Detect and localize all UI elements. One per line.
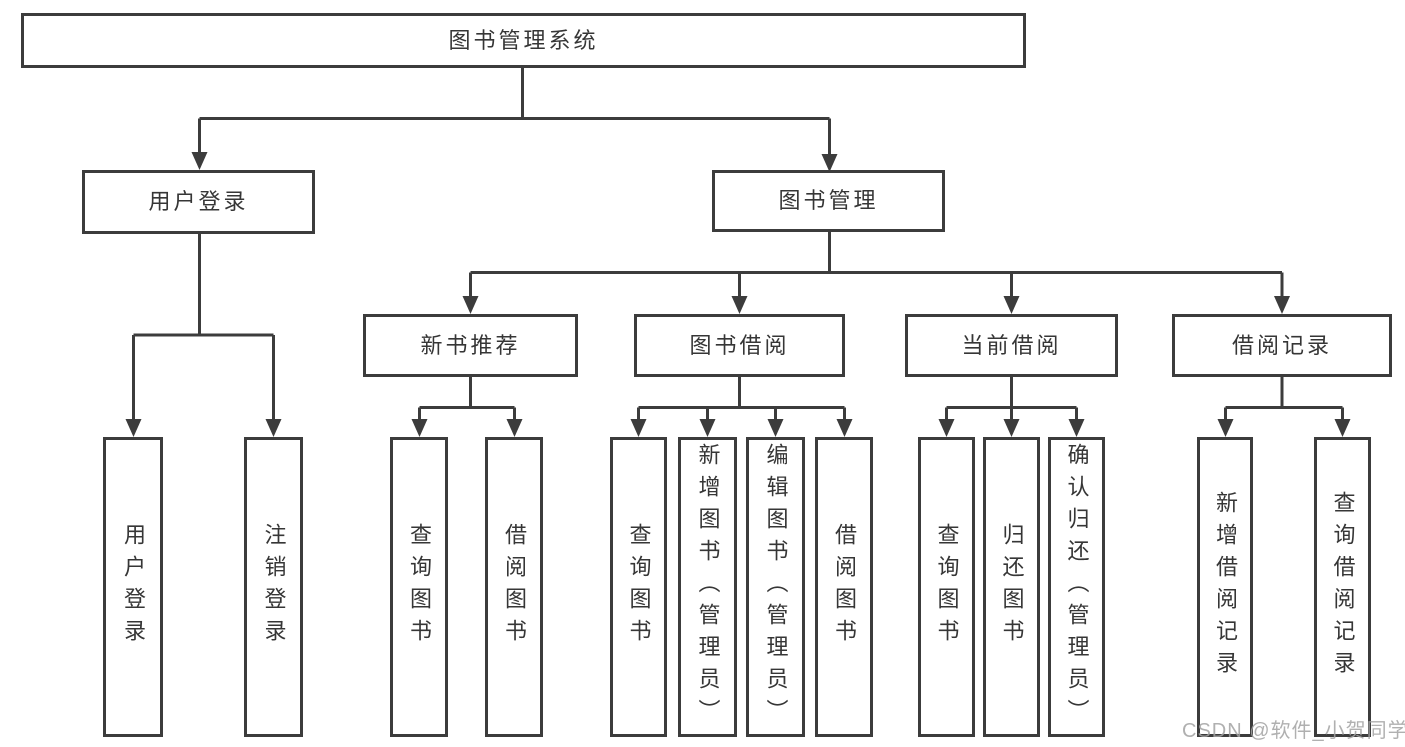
arrow-down-icon	[506, 419, 523, 437]
connector-book-borrow	[637, 377, 846, 420]
leaf-borrow-books: 借阅图书	[815, 437, 873, 737]
arrow-down-icon	[411, 419, 428, 437]
node-current-borrow: 当前借阅	[905, 314, 1118, 377]
leaf-label: 查询图书	[626, 523, 652, 651]
watermark: CSDN @软件_小贺同学	[1182, 720, 1405, 742]
leaf-add-borrow-record: 新增借阅记录	[1197, 437, 1253, 737]
node-label: 借阅记录	[1231, 332, 1332, 358]
arrow-down-icon	[767, 419, 784, 437]
node-label: 图书管理	[778, 188, 879, 213]
leaf-add-book-admin: 新增图书（管理员）	[678, 437, 737, 737]
arrow-down-icon	[462, 296, 479, 314]
arrow-down-icon	[1274, 296, 1290, 314]
node-label: 新书推荐	[420, 332, 521, 358]
leaf-label: 新增图书（管理员）	[695, 443, 721, 731]
arrow-heads	[125, 152, 1351, 437]
connector-root	[198, 68, 831, 154]
leaf-query-books-recommend: 查询图书	[390, 437, 448, 737]
connector-user-login	[132, 234, 275, 420]
arrow-down-icon	[1003, 419, 1020, 437]
arrow-down-icon	[1334, 419, 1351, 437]
arrow-down-icon	[1003, 296, 1020, 314]
leaf-borrow-books-recommend: 借阅图书	[485, 437, 543, 737]
leaf-label: 新增借阅记录	[1213, 491, 1238, 683]
leaf-label: 归还图书	[999, 523, 1025, 651]
arrow-down-icon	[699, 419, 716, 437]
node-user-login: 用户登录	[82, 170, 315, 234]
leaf-label: 查询图书	[407, 523, 432, 651]
connector-book-management	[469, 232, 1284, 297]
arrow-down-icon	[731, 296, 748, 314]
leaf-confirm-return-admin: 确认归还（管理员）	[1048, 437, 1105, 737]
arrow-down-icon	[125, 419, 142, 437]
connector-new-book-recommend	[418, 377, 516, 420]
arrow-down-icon	[630, 419, 647, 437]
node-book-borrow: 图书借阅	[634, 314, 845, 377]
arrow-down-icon	[1217, 419, 1234, 437]
leaf-label: 用户登录	[121, 523, 146, 651]
connector-current-borrow	[945, 377, 1078, 420]
node-library-management-system: 图书管理系统	[21, 13, 1026, 68]
leaf-label: 编辑图书（管理员）	[763, 443, 789, 731]
connector-borrow-records	[1224, 377, 1344, 420]
leaf-label: 确认归还（管理员）	[1064, 443, 1090, 731]
leaf-label: 借阅图书	[832, 523, 857, 651]
leaf-label: 借阅图书	[502, 523, 527, 651]
node-label: 当前借阅	[961, 332, 1062, 358]
node-new-book-recommend: 新书推荐	[363, 314, 578, 377]
leaf-label: 查询图书	[934, 523, 960, 651]
leaf-label: 注销登录	[261, 523, 287, 651]
leaf-query-books-borrow: 查询图书	[610, 437, 667, 737]
node-borrow-records: 借阅记录	[1172, 314, 1392, 377]
leaf-edit-book-admin: 编辑图书（管理员）	[746, 437, 805, 737]
node-label: 用户登录	[148, 189, 249, 214]
leaf-user-login: 用户登录	[103, 437, 163, 737]
leaf-label: 查询借阅记录	[1330, 491, 1356, 683]
node-label: 图书借阅	[689, 332, 790, 358]
arrow-down-icon	[191, 152, 208, 170]
leaf-query-books-current: 查询图书	[918, 437, 975, 737]
leaf-query-borrow-record: 查询借阅记录	[1314, 437, 1371, 737]
leaf-return-books: 归还图书	[983, 437, 1040, 737]
arrow-down-icon	[938, 419, 955, 437]
arrow-down-icon	[821, 154, 838, 172]
leaf-logout: 注销登录	[244, 437, 303, 737]
arrow-down-icon	[836, 419, 853, 437]
arrow-down-icon	[1068, 419, 1085, 437]
arrow-down-icon	[265, 419, 282, 437]
node-book-management: 图书管理	[712, 170, 945, 232]
node-label: 图书管理系统	[448, 27, 599, 53]
